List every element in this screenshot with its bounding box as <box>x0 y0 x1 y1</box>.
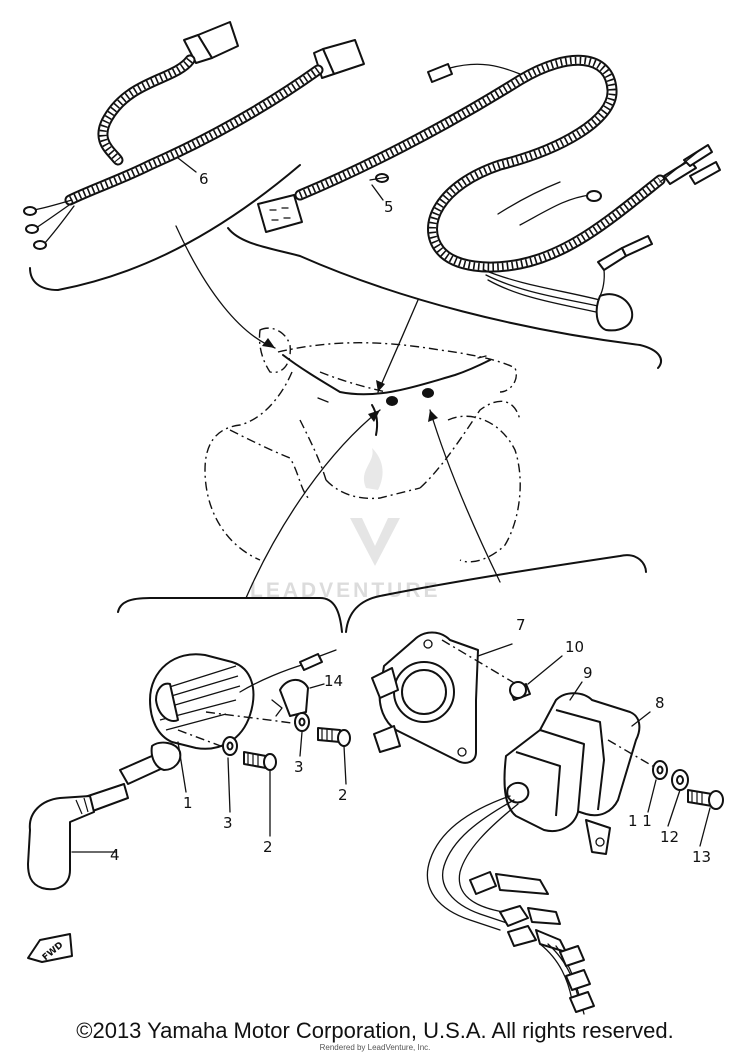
callout-2a: 2 <box>263 838 273 856</box>
watermark-text: LEADVENTURE <box>250 579 441 602</box>
rendered-by-notice: Rendered by LeadVenture, Inc. <box>319 1043 431 1052</box>
callout-3a: 3 <box>223 814 233 832</box>
callout-10: 10 <box>565 638 584 656</box>
callout-3b: 3 <box>294 758 304 776</box>
callout-7: 7 <box>516 616 526 634</box>
watermark: LEADVENTURE <box>250 448 441 602</box>
callout-12: 12 <box>660 828 679 846</box>
ignition-coil-group <box>27 649 351 891</box>
callout-5: 5 <box>384 198 394 216</box>
callout-2b: 2 <box>338 786 348 804</box>
callout-8: 8 <box>655 694 665 712</box>
callout-1: 1 <box>183 794 193 812</box>
copyright-notice: ©2013 Yamaha Motor Corporation, U.S.A. A… <box>76 1018 674 1043</box>
callout-13: 13 <box>692 848 711 866</box>
motorcycle-outline <box>175 225 521 563</box>
wire-harness-6 <box>23 21 365 291</box>
cdi-unit-group <box>371 631 724 1015</box>
callout-11: 1 1 <box>628 812 652 830</box>
callout-4: 4 <box>110 846 120 864</box>
callout-9: 9 <box>583 664 593 682</box>
wire-harness-5 <box>227 54 721 369</box>
callout-labels: 6 5 7 10 9 8 14 1 3 2 3 2 4 1 1 12 13 <box>110 170 711 866</box>
fwd-arrow-icon: FWD <box>27 933 73 963</box>
bottom-brackets <box>117 409 647 633</box>
callout-6: 6 <box>199 170 209 188</box>
callout-14: 14 <box>324 672 343 690</box>
